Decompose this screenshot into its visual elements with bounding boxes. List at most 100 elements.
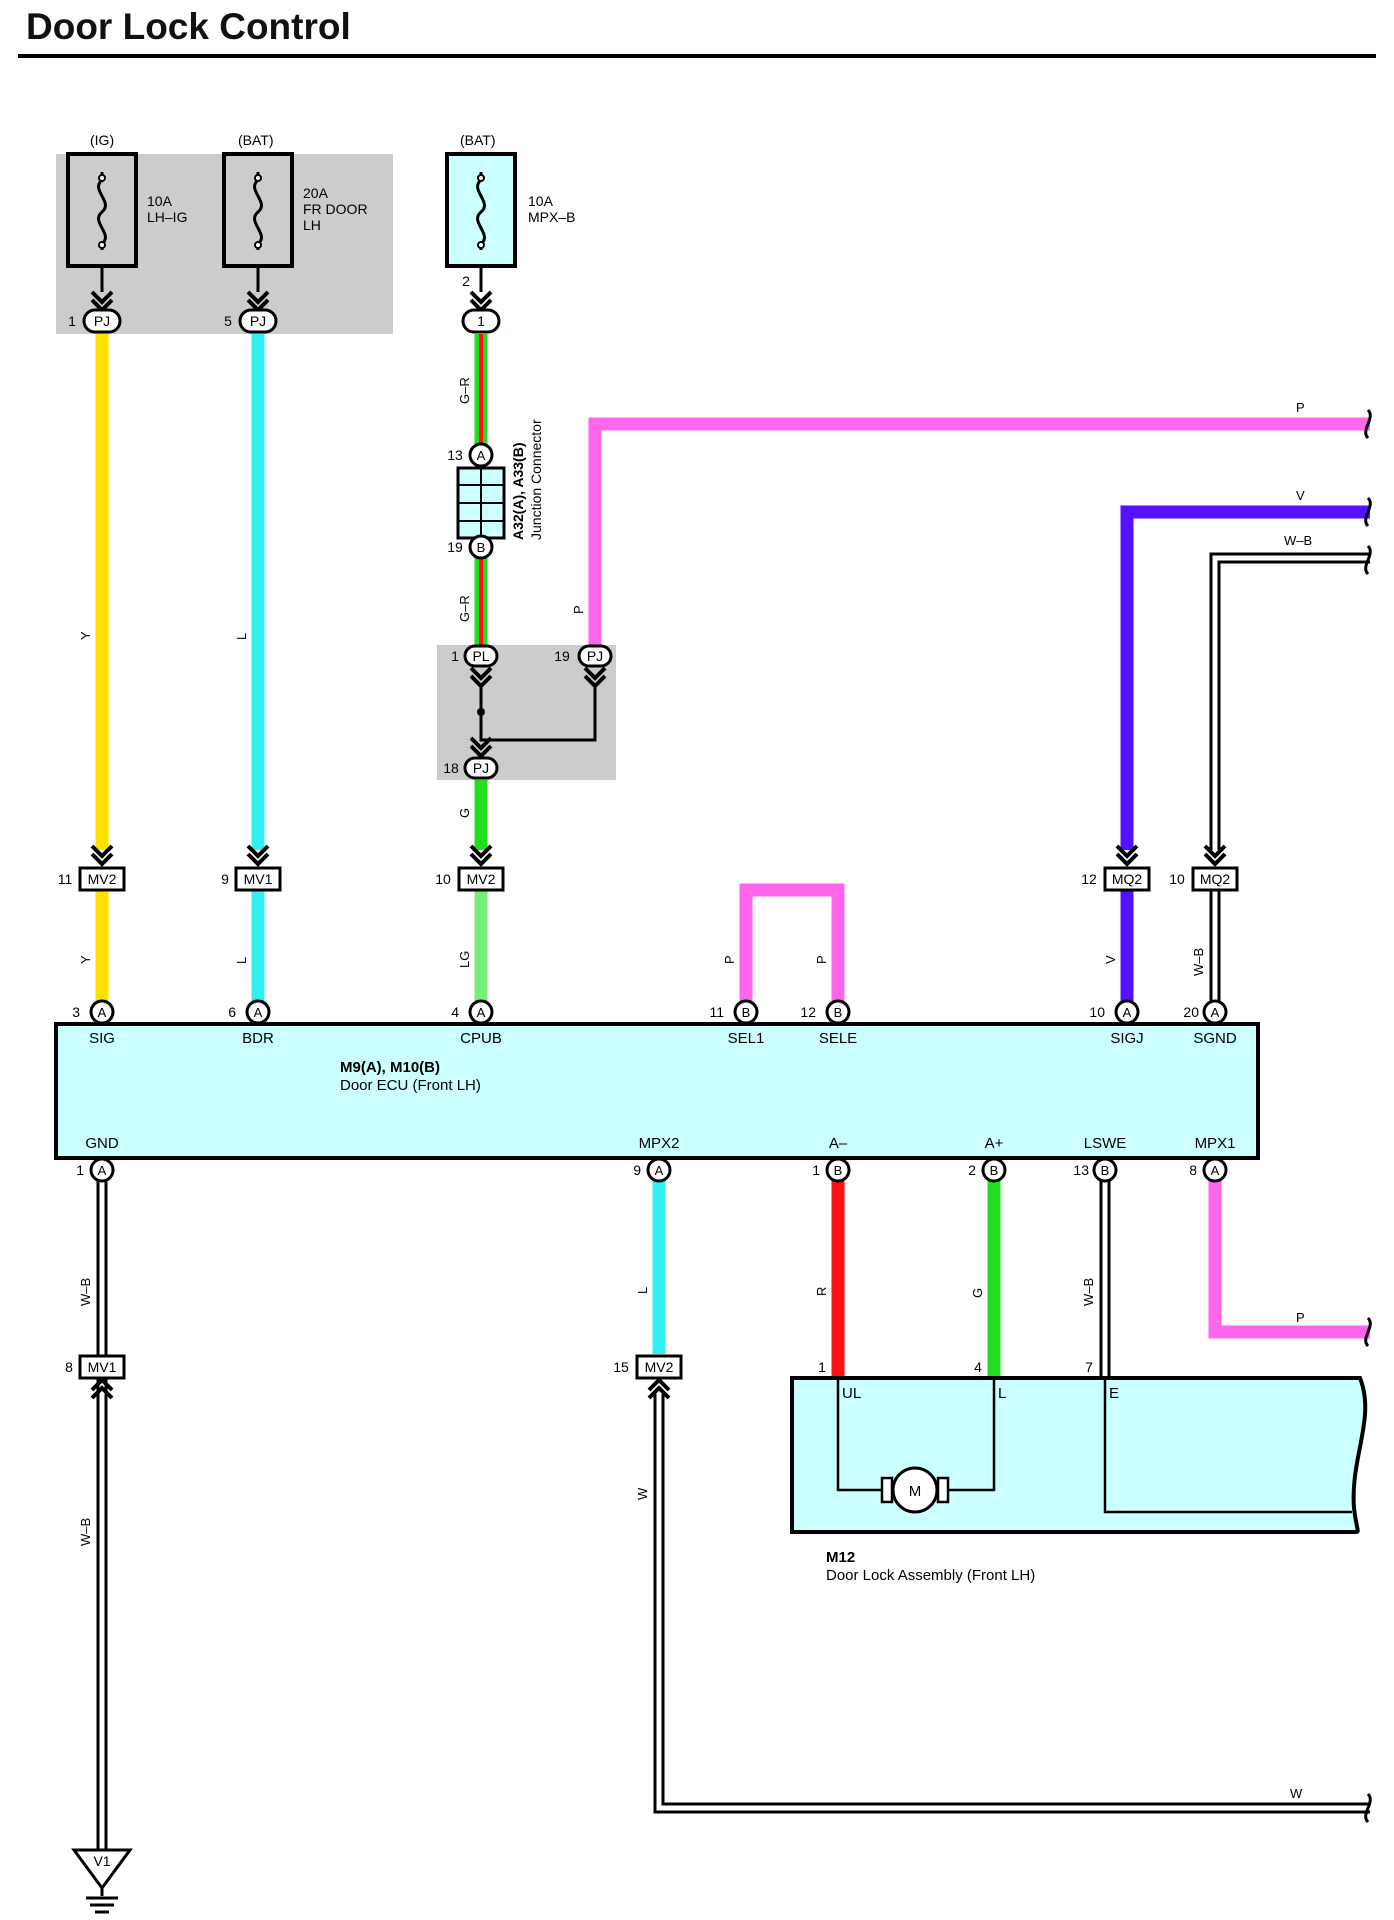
svg-text:SGND: SGND bbox=[1193, 1030, 1237, 1047]
svg-text:9: 9 bbox=[221, 871, 229, 887]
door-ecu: M9(A), M10(B) Door ECU (Front LH) bbox=[54, 1022, 1260, 1160]
svg-text:FR DOOR: FR DOOR bbox=[303, 201, 368, 217]
ecu-pin-sig: A 3 SIG bbox=[72, 999, 115, 1047]
svg-text:V: V bbox=[1296, 488, 1305, 503]
svg-text:B: B bbox=[1101, 1163, 1110, 1178]
svg-text:B: B bbox=[834, 1163, 843, 1178]
motor-icon bbox=[891, 1466, 939, 1514]
svg-text:PJ: PJ bbox=[94, 313, 110, 329]
svg-text:20: 20 bbox=[1183, 1004, 1199, 1020]
page-title: Door Lock Control bbox=[26, 6, 351, 47]
svg-text:4: 4 bbox=[974, 1359, 982, 1375]
svg-text:LSWE: LSWE bbox=[1084, 1135, 1127, 1152]
svg-text:W–B: W–B bbox=[78, 1518, 93, 1546]
wire-labels: Y L G–R G–R P G Y L LG P P V W–B P V W–B… bbox=[78, 377, 1312, 1801]
svg-text:Door ECU (Front LH): Door ECU (Front LH) bbox=[340, 1077, 481, 1094]
svg-text:12: 12 bbox=[800, 1004, 816, 1020]
svg-text:A: A bbox=[1211, 1163, 1220, 1178]
svg-text:P: P bbox=[1296, 1310, 1305, 1325]
fuse-fr-door-lh: (BAT) 20A FR DOOR LH bbox=[222, 132, 368, 268]
svg-text:A: A bbox=[98, 1005, 107, 1020]
svg-text:10: 10 bbox=[435, 871, 451, 887]
svg-text:P: P bbox=[1296, 400, 1305, 415]
svg-text:SELE: SELE bbox=[819, 1030, 857, 1047]
connector-mv2-10: MV2 10 bbox=[435, 844, 505, 892]
svg-text:M12: M12 bbox=[826, 1549, 855, 1566]
wire-p-mpx1 bbox=[1208, 1176, 1370, 1339]
svg-text:Y: Y bbox=[78, 631, 93, 640]
ecu-pin-mpx1: MPX1 A 8 bbox=[1189, 1135, 1236, 1183]
svg-text:V1: V1 bbox=[93, 1853, 110, 1869]
svg-text:12: 12 bbox=[1081, 871, 1097, 887]
svg-text:1: 1 bbox=[68, 313, 76, 329]
svg-text:W: W bbox=[635, 1487, 650, 1500]
svg-text:BDR: BDR bbox=[242, 1030, 274, 1047]
svg-text:MV1: MV1 bbox=[88, 1359, 117, 1375]
svg-text:G: G bbox=[457, 808, 472, 818]
svg-text:MV2: MV2 bbox=[645, 1359, 674, 1375]
svg-text:A: A bbox=[98, 1163, 107, 1178]
svg-text:R: R bbox=[814, 1287, 829, 1296]
svg-text:MQ2: MQ2 bbox=[1112, 871, 1143, 887]
svg-text:B: B bbox=[477, 540, 486, 555]
wire-p-sel bbox=[739, 883, 845, 1008]
connector-1: 2 1 bbox=[461, 273, 501, 334]
svg-text:SEL1: SEL1 bbox=[728, 1030, 765, 1047]
wire-w-b-top bbox=[1209, 552, 1370, 850]
door-lock-assembly: M12 Door Lock Assembly (Front LH) 1 UL 4… bbox=[790, 1359, 1368, 1584]
svg-text:MPX–B: MPX–B bbox=[528, 209, 575, 225]
svg-text:GND: GND bbox=[85, 1135, 119, 1152]
svg-text:CPUB: CPUB bbox=[460, 1030, 502, 1047]
svg-text:MPX1: MPX1 bbox=[1195, 1135, 1236, 1152]
ecu-pin-cpub: A 4 CPUB bbox=[451, 999, 502, 1047]
svg-text:B: B bbox=[742, 1005, 751, 1020]
svg-text:A: A bbox=[1123, 1005, 1132, 1020]
ecu-pin-lswe: LSWE B 13 bbox=[1073, 1135, 1127, 1183]
connector-mq2-12: MQ2 12 bbox=[1081, 844, 1151, 892]
svg-text:PJ: PJ bbox=[587, 648, 603, 664]
svg-text:A: A bbox=[1211, 1005, 1220, 1020]
svg-text:PJ: PJ bbox=[473, 760, 489, 776]
svg-text:PJ: PJ bbox=[250, 313, 266, 329]
svg-text:PL: PL bbox=[472, 648, 489, 664]
svg-text:A+: A+ bbox=[985, 1135, 1004, 1152]
svg-text:MPX2: MPX2 bbox=[639, 1135, 680, 1152]
svg-text:11: 11 bbox=[709, 1004, 724, 1020]
svg-text:P: P bbox=[814, 955, 829, 964]
svg-text:G: G bbox=[970, 1288, 985, 1298]
ecu-pin-bdr: A 6 BDR bbox=[228, 999, 274, 1047]
svg-text:1: 1 bbox=[451, 648, 459, 664]
junction-block-mid: PL 1 PJ 19 PJ 18 bbox=[443, 644, 613, 780]
svg-text:P: P bbox=[722, 955, 737, 964]
connector-mq2-10: MQ2 10 bbox=[1169, 844, 1239, 892]
svg-text:10: 10 bbox=[1169, 871, 1185, 887]
fuse-lh-ig: (IG) 10A LH–IG bbox=[66, 132, 187, 268]
svg-text:SIGJ: SIGJ bbox=[1110, 1030, 1143, 1047]
svg-text:MQ2: MQ2 bbox=[1200, 871, 1231, 887]
svg-text:20A: 20A bbox=[303, 185, 329, 201]
svg-text:18: 18 bbox=[443, 760, 459, 776]
ecu-pin-sele: B 12 SELE bbox=[800, 999, 857, 1047]
svg-text:M9(A), M10(B): M9(A), M10(B) bbox=[340, 1059, 440, 1076]
svg-text:W–B: W–B bbox=[1081, 1278, 1096, 1306]
connector-mv2-15: MV2 15 bbox=[613, 1354, 683, 1400]
svg-text:3: 3 bbox=[72, 1004, 80, 1020]
svg-text:1: 1 bbox=[818, 1359, 826, 1375]
svg-text:V: V bbox=[1103, 955, 1118, 964]
connector-mv1-9: MV1 9 bbox=[221, 844, 282, 892]
svg-text:W–B: W–B bbox=[1191, 948, 1206, 976]
svg-text:A: A bbox=[254, 1005, 263, 1020]
svg-text:A: A bbox=[655, 1163, 664, 1178]
svg-text:L: L bbox=[998, 1385, 1006, 1402]
svg-text:G–R: G–R bbox=[457, 377, 472, 404]
svg-text:Y: Y bbox=[78, 955, 93, 964]
connector-mv1-8: MV1 8 bbox=[65, 1354, 126, 1400]
svg-text:W: W bbox=[1290, 1786, 1303, 1801]
svg-text:E: E bbox=[1109, 1385, 1119, 1402]
connector-pj-5: PJ 5 bbox=[224, 290, 278, 334]
ecu-pin-mpx2: MPX2 A 9 bbox=[633, 1135, 680, 1183]
ecu-pin-sel1: B 11 SEL1 bbox=[709, 999, 765, 1047]
svg-text:4: 4 bbox=[451, 1004, 459, 1020]
svg-text:19: 19 bbox=[554, 648, 570, 664]
